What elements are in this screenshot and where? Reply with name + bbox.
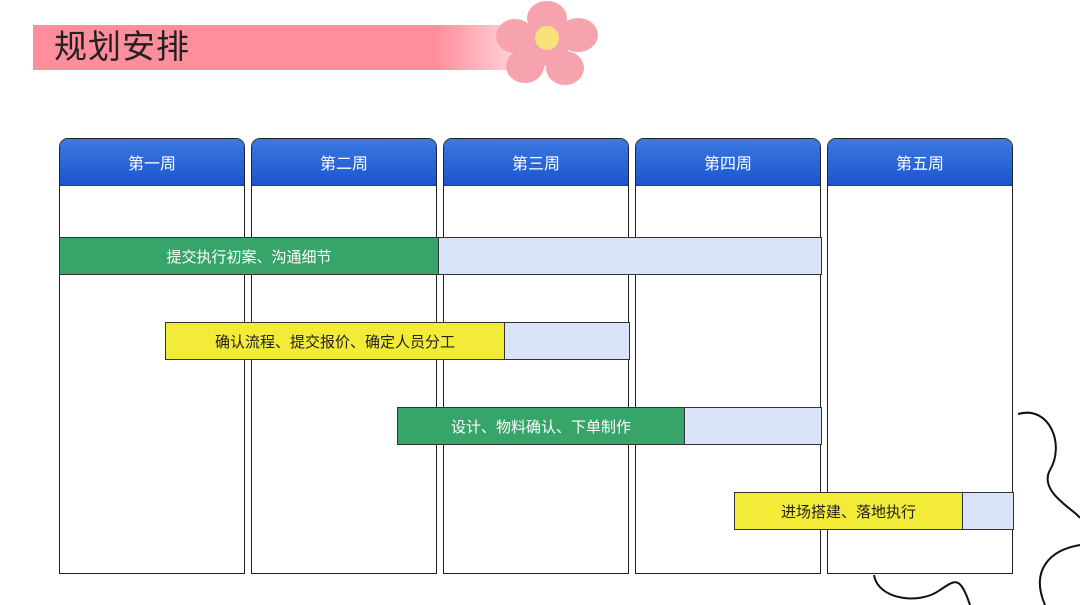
week-header: 第一周 — [60, 139, 244, 186]
task-extension-3 — [685, 407, 822, 445]
week-header: 第二周 — [252, 139, 436, 186]
task-extension-1 — [439, 237, 822, 275]
page-title: 规划安排 — [54, 27, 190, 66]
task-bar-3: 设计、物料确认、下单制作 — [397, 407, 685, 445]
week-header: 第三周 — [444, 139, 628, 186]
task-extension-2 — [505, 322, 630, 360]
task-bar-2: 确认流程、提交报价、确定人员分工 — [165, 322, 505, 360]
week-column-1: 第一周 — [59, 138, 245, 574]
task-bar-4: 进场搭建、落地执行 — [734, 492, 963, 530]
title-banner — [33, 25, 548, 70]
flower-icon — [496, 1, 598, 85]
task-extension-4 — [963, 492, 1014, 530]
task-bar-1: 提交执行初案、沟通细节 — [59, 237, 439, 275]
week-header: 第五周 — [828, 139, 1012, 186]
week-header: 第四周 — [636, 139, 820, 186]
doodle-decoration — [873, 411, 1080, 605]
